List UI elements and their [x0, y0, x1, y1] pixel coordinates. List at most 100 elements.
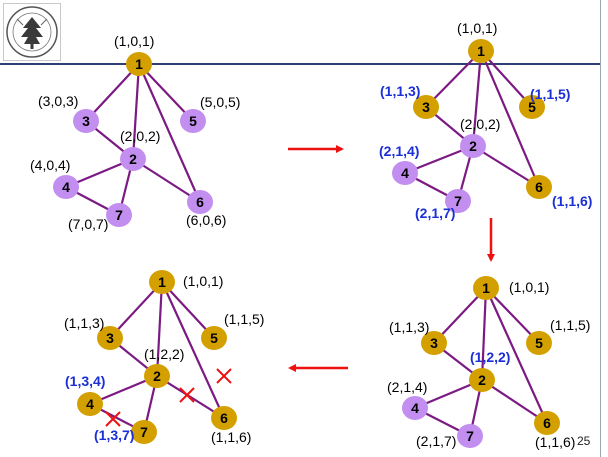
node-number: 6 [220, 410, 228, 426]
node-label: (2,0,2) [120, 128, 160, 144]
slide-border [600, 0, 601, 457]
cross-mark [179, 387, 195, 403]
node-label: (1,1,6) [552, 193, 592, 209]
node-number: 2 [129, 151, 137, 167]
node-number: 7 [115, 207, 123, 223]
graph-node [392, 161, 418, 185]
graph-edge [109, 281, 163, 339]
node-label: (1,3,4) [65, 373, 105, 389]
graph-g2: 1(1,0,1)2(2,0,2)3(1,1,3)4(2,1,4)5(1,1,5)… [379, 20, 592, 221]
node-label: (1,1,3) [380, 83, 420, 99]
node-label: (2,1,7) [415, 205, 455, 221]
cross-mark [216, 368, 232, 384]
node-label: (1,3,7) [94, 427, 134, 443]
graph-edge [137, 63, 202, 203]
node-number: 4 [86, 396, 94, 412]
graph-g3: 1(1,0,1)2(1,2,2)3(1,1,3)4(2,1,4)5(1,1,5)… [387, 276, 590, 450]
node-number: 5 [210, 330, 218, 346]
node-number: 4 [62, 179, 70, 195]
graph-node [402, 396, 428, 420]
graph-node [211, 406, 237, 430]
node-number: 7 [140, 424, 148, 440]
node-label: (5,0,5) [200, 94, 240, 110]
graph-edge [471, 50, 483, 147]
node-label: (2,0,2) [460, 116, 500, 132]
graph-node [469, 368, 495, 392]
node-label: (6,0,6) [186, 212, 226, 228]
graph-edge [132, 158, 201, 203]
node-number: 2 [478, 372, 486, 388]
graph-node [126, 52, 152, 76]
graph-node [77, 392, 103, 416]
graph-edge [155, 281, 164, 377]
graph-node [460, 134, 486, 158]
graph-node [144, 364, 170, 388]
node-label: (1,1,5) [530, 86, 570, 102]
node-label: (1,0,1) [114, 33, 154, 49]
node-label: (1,0,1) [183, 273, 223, 289]
node-number: 3 [82, 113, 90, 129]
node-number: 6 [535, 179, 543, 195]
graph-node [187, 190, 213, 214]
node-label: (7,0,7) [68, 216, 108, 232]
node-label: (1,1,6) [535, 434, 575, 450]
page-number: 25 [577, 434, 591, 448]
graph-edge [131, 63, 141, 160]
graph-g4: 1 (1,0,1) 2 (1,2,2) 3(1,1,3) 4 (1,3,4) 5 (1,1,5)… [64, 270, 264, 445]
node-number: 2 [469, 138, 477, 154]
graph-edge [480, 50, 533, 108]
node-number: 2 [153, 368, 161, 384]
graph-node [468, 39, 494, 63]
node-label: (1,1,5) [224, 311, 264, 327]
node-label: (1,0,1) [457, 20, 497, 36]
graph-edge [480, 287, 488, 381]
graph-edge [481, 379, 548, 424]
node-number: 6 [543, 415, 551, 431]
node-number: 1 [158, 274, 166, 290]
node-label: (1,1,3) [64, 315, 104, 331]
graph-node [421, 331, 447, 355]
node-number: 7 [454, 193, 462, 209]
node-label: (1,1,3) [389, 319, 429, 335]
university-seal-icon [3, 3, 61, 61]
node-number: 1 [135, 56, 143, 72]
graph-edge [484, 287, 549, 424]
node-number: 3 [422, 99, 430, 115]
graph-node [131, 420, 157, 444]
graph-edge [160, 281, 226, 419]
graph-edge [161, 281, 215, 339]
graph-node [97, 326, 123, 350]
node-label: (1,1,5) [550, 317, 590, 333]
node-number: 1 [482, 280, 490, 296]
node-number: 1 [477, 43, 485, 59]
node-number: 4 [401, 165, 409, 181]
node-label: (1,2,2) [144, 346, 184, 362]
graph-node [120, 147, 146, 171]
node-number: 4 [411, 400, 419, 416]
node-label: (2,1,4) [379, 143, 419, 159]
graph-node [180, 109, 206, 133]
graph-node [201, 326, 227, 350]
graph-node [73, 109, 99, 133]
node-number: 3 [106, 330, 114, 346]
node-number: 3 [430, 335, 438, 351]
graph-node [457, 424, 483, 448]
node-number: 7 [466, 428, 474, 444]
node-label: (2,1,4) [387, 379, 427, 395]
graph-node [473, 276, 499, 300]
graph-edge [138, 63, 194, 122]
header-rule [0, 63, 600, 65]
graph-edge [479, 50, 541, 188]
graph-edge [425, 50, 482, 108]
graph-node [106, 203, 132, 227]
node-number: 5 [189, 113, 197, 129]
graph-node [53, 175, 79, 199]
graph-edge [485, 287, 540, 344]
graph-node [526, 331, 552, 355]
cross-mark [105, 411, 121, 427]
node-label: (1,0,1) [509, 279, 549, 295]
node-number: 5 [535, 335, 543, 351]
node-label: (4,0,4) [30, 157, 70, 173]
